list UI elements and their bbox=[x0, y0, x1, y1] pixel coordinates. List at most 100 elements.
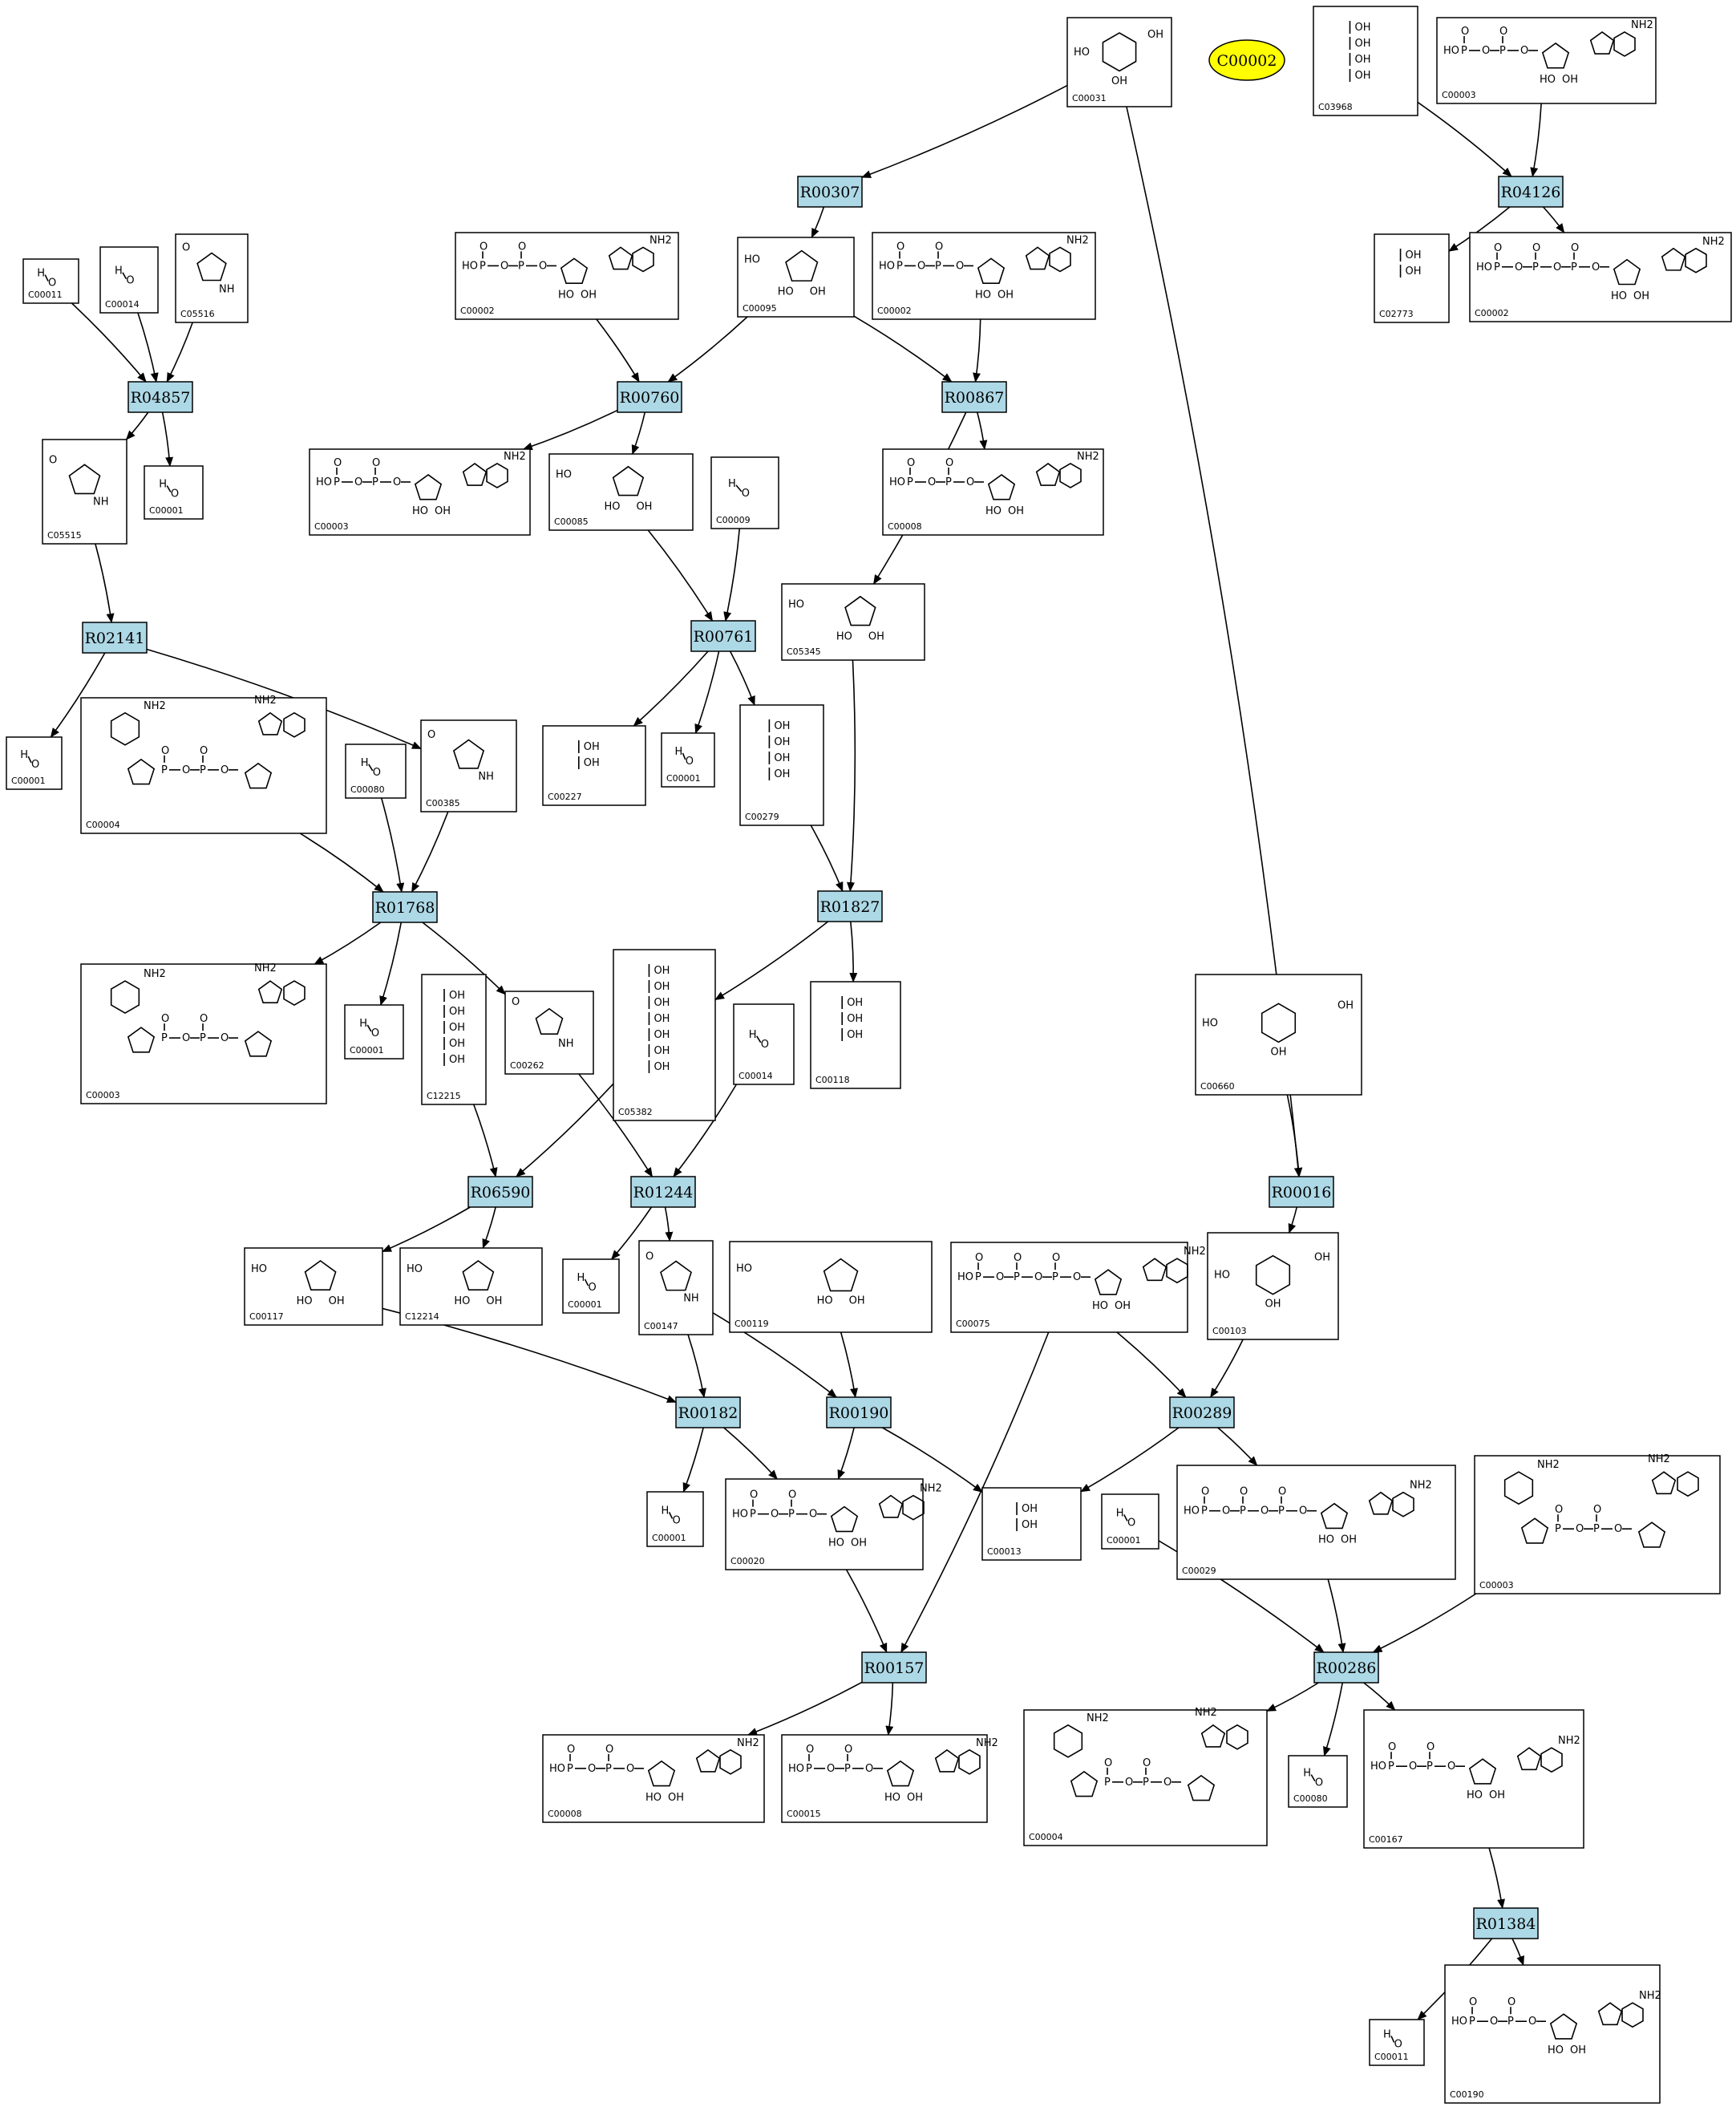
compound-box[interactable] bbox=[781, 583, 925, 661]
reaction-box[interactable] bbox=[797, 176, 863, 208]
reaction-box[interactable] bbox=[82, 622, 148, 654]
reaction-box[interactable] bbox=[1269, 1176, 1334, 1208]
reaction-box[interactable] bbox=[1498, 176, 1564, 208]
reaction-box[interactable] bbox=[826, 1396, 892, 1428]
reaction-node-R00307[interactable]: R00307 bbox=[797, 176, 863, 208]
reaction-node-R01384[interactable]: R01384 bbox=[1473, 1907, 1539, 1939]
compound-box[interactable] bbox=[737, 237, 855, 318]
reaction-box[interactable] bbox=[690, 620, 756, 652]
reaction-box[interactable] bbox=[617, 381, 682, 413]
compound-box[interactable] bbox=[548, 453, 694, 531]
reaction-node-R00182[interactable]: R00182 bbox=[675, 1396, 741, 1428]
reaction-box[interactable] bbox=[127, 381, 193, 413]
compound-box[interactable] bbox=[1288, 1755, 1348, 1808]
compound-box[interactable] bbox=[542, 725, 646, 806]
compound-box[interactable] bbox=[562, 1258, 620, 1314]
reaction-node-R04126[interactable]: R04126 bbox=[1498, 176, 1564, 208]
title-node[interactable]: C00002 bbox=[1208, 39, 1285, 81]
compound-box[interactable] bbox=[6, 736, 63, 790]
compound-box[interactable] bbox=[309, 448, 531, 536]
reaction-node-R02141[interactable]: R02141 bbox=[82, 622, 148, 654]
compound-box[interactable] bbox=[872, 232, 1096, 320]
reaction-box[interactable] bbox=[817, 890, 883, 922]
compound-box[interactable] bbox=[421, 974, 487, 1105]
compound-box[interactable] bbox=[638, 1240, 714, 1335]
compound-box[interactable] bbox=[882, 448, 1104, 536]
compound-box[interactable] bbox=[1195, 974, 1362, 1096]
compound-box[interactable] bbox=[739, 704, 824, 826]
compound-box[interactable] bbox=[399, 1247, 543, 1326]
compound-box[interactable] bbox=[613, 949, 716, 1121]
reaction-node-R00289[interactable]: R00289 bbox=[1169, 1396, 1235, 1428]
compound-box[interactable] bbox=[981, 1487, 1082, 1561]
reaction-box[interactable] bbox=[941, 381, 1007, 413]
compound-box[interactable] bbox=[175, 233, 249, 323]
compound-box[interactable] bbox=[42, 439, 127, 545]
compound-box[interactable] bbox=[646, 1491, 704, 1547]
compound-box[interactable] bbox=[729, 1241, 933, 1333]
reaction-node-R00190[interactable]: R00190 bbox=[826, 1396, 892, 1428]
reaction-box[interactable] bbox=[630, 1176, 696, 1208]
reaction-node-R00760[interactable]: R00760 bbox=[617, 381, 682, 413]
reaction-box[interactable] bbox=[372, 891, 438, 923]
compound-box[interactable] bbox=[1444, 1964, 1661, 2104]
compound-box[interactable] bbox=[1369, 2019, 1425, 2066]
reaction-node-R00157[interactable]: R00157 bbox=[861, 1651, 927, 1684]
compound-box[interactable] bbox=[1101, 1493, 1159, 1550]
compound-box[interactable] bbox=[661, 732, 715, 788]
reaction-box[interactable] bbox=[861, 1651, 927, 1684]
reaction-node-R01244[interactable]: R01244 bbox=[630, 1176, 696, 1208]
compound-box[interactable] bbox=[781, 1734, 988, 1823]
compound-box[interactable] bbox=[420, 719, 517, 812]
reaction-node-R00286[interactable]: R00286 bbox=[1313, 1651, 1379, 1684]
reaction-box[interactable] bbox=[1473, 1907, 1539, 1939]
reaction-node-R04857[interactable]: R04857 bbox=[127, 381, 193, 413]
reaction-node-R00016[interactable]: R00016 bbox=[1269, 1176, 1334, 1208]
compound-box[interactable] bbox=[725, 1478, 924, 1570]
reaction-node-R01827[interactable]: R01827 bbox=[817, 890, 883, 922]
compound-box[interactable] bbox=[1207, 1232, 1339, 1340]
compound-box[interactable] bbox=[1374, 233, 1450, 323]
reaction-box[interactable] bbox=[1169, 1396, 1235, 1428]
compound-box[interactable] bbox=[345, 744, 407, 799]
compound-box[interactable] bbox=[810, 981, 901, 1089]
compound-box[interactable] bbox=[455, 232, 679, 320]
